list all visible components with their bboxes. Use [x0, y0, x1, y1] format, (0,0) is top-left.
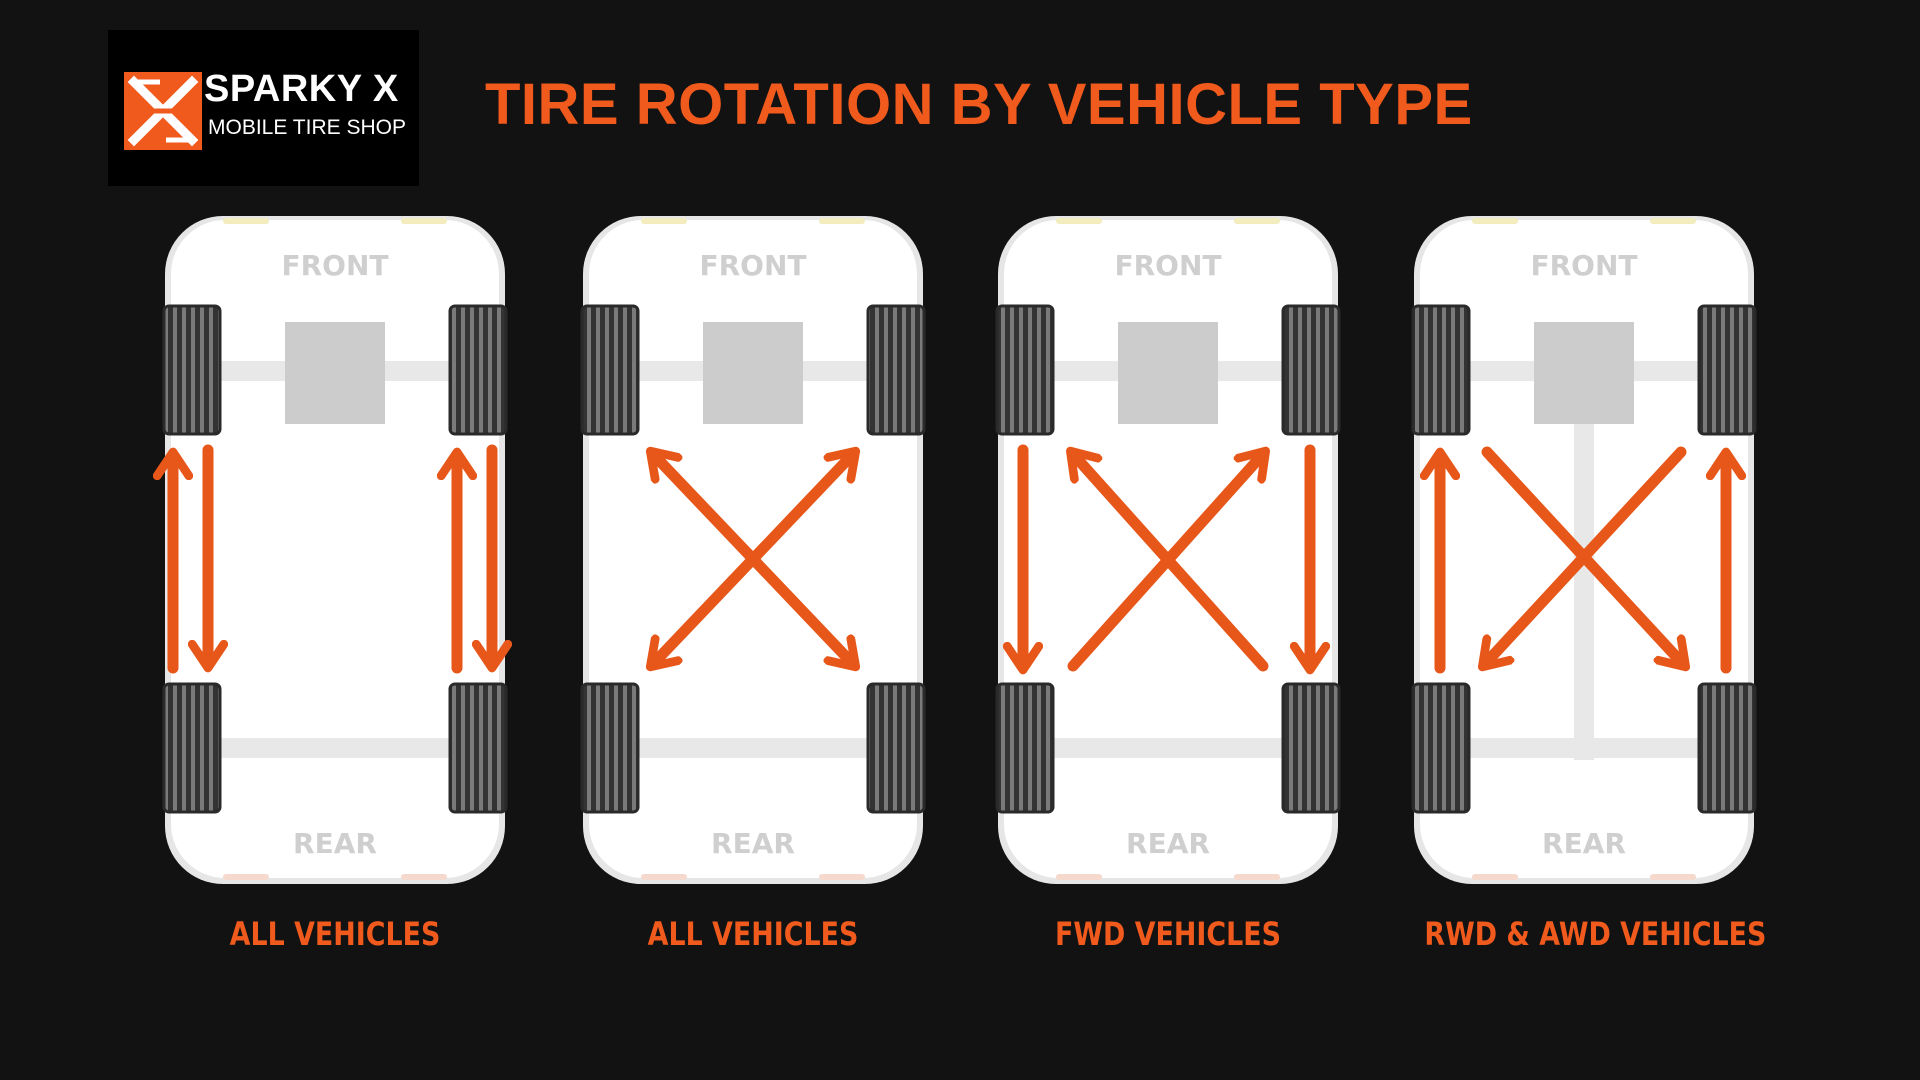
drive-shaft [1574, 410, 1594, 760]
front-label: FRONT [1530, 249, 1637, 282]
taillight [1472, 874, 1518, 880]
headlight [1650, 218, 1696, 224]
tire [448, 304, 508, 436]
rotation-arrow [1067, 454, 1263, 672]
engine-block [285, 322, 385, 424]
rotation-arrows [1023, 444, 1310, 672]
brand-name: SPARKY X [204, 68, 399, 110]
sparky-x-logo-icon [124, 72, 202, 150]
headlight [223, 218, 269, 224]
tire [866, 304, 926, 436]
car-diagram-1: FRONT REAR [164, 216, 506, 884]
rear-axle [1023, 738, 1313, 758]
tire [995, 682, 1055, 814]
tire [1697, 682, 1757, 814]
headlight [819, 218, 865, 224]
car-body [1004, 220, 1332, 878]
rear-label: REAR [293, 827, 377, 860]
tire [1281, 304, 1341, 436]
tire [1411, 304, 1471, 436]
tire [995, 304, 1055, 436]
car-diagram-3: FRONT REAR [995, 216, 1341, 884]
rotation-arrows [173, 444, 492, 674]
rotation-arrow [653, 454, 853, 664]
headlight [1056, 218, 1102, 224]
rear-label: REAR [711, 827, 795, 860]
taillight [641, 874, 687, 880]
tire [580, 304, 640, 436]
taillight [223, 874, 269, 880]
taillight [1234, 874, 1280, 880]
rotation-arrows [653, 454, 853, 664]
tire [580, 682, 640, 814]
front-label: FRONT [281, 249, 388, 282]
tire [1411, 682, 1471, 814]
front-label: FRONT [1114, 249, 1221, 282]
tire [1697, 304, 1757, 436]
taillight [819, 874, 865, 880]
diagram-caption: ALL VEHICLES [229, 915, 441, 953]
taillight [401, 874, 447, 880]
rear-label: REAR [1542, 827, 1626, 860]
engine-block [703, 322, 803, 424]
tire [162, 682, 222, 814]
rear-label: REAR [1126, 827, 1210, 860]
engine-block [1118, 322, 1218, 424]
car-diagram-4: FRONT REAR [1411, 216, 1757, 884]
diagram-caption: RWD & AWD VEHICLES [1424, 915, 1767, 953]
rear-axle [608, 738, 898, 758]
page-title: TIRE ROTATION BY VEHICLE TYPE [485, 72, 1473, 137]
rotation-arrows [1440, 446, 1726, 674]
taillight [1056, 874, 1102, 880]
rotation-arrow [1485, 446, 1687, 664]
engine-block [1534, 322, 1634, 424]
diagram-caption: ALL VEHICLES [647, 915, 859, 953]
taillight [1650, 874, 1696, 880]
diagram-caption: FWD VEHICLES [1055, 915, 1281, 953]
headlight [401, 218, 447, 224]
tire [1281, 682, 1341, 814]
tire [448, 682, 508, 814]
tire [162, 304, 222, 436]
headlight [641, 218, 687, 224]
front-label: FRONT [699, 249, 806, 282]
brand-logo: SPARKY X MOBILE TIRE SHOP [108, 30, 419, 186]
car-body [171, 220, 499, 878]
tire [866, 682, 926, 814]
rear-axle [190, 738, 480, 758]
brand-tagline: MOBILE TIRE SHOP [208, 116, 406, 139]
headlight [1472, 218, 1518, 224]
car-diagram-2: FRONT REAR [580, 216, 926, 884]
headlight [1234, 218, 1280, 224]
